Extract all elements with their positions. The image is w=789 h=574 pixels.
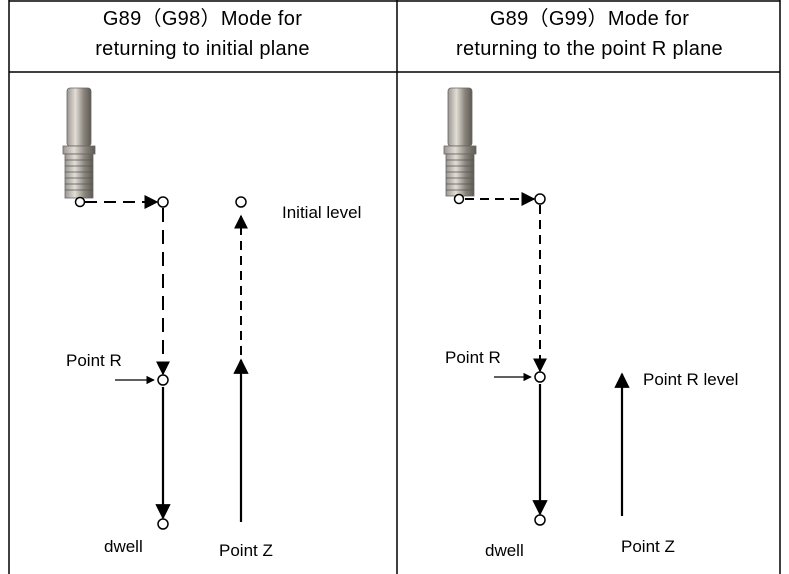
point-z-marker xyxy=(534,514,546,526)
left-title-line1: G89（G98）Mode for xyxy=(102,8,303,30)
initial-point xyxy=(157,196,169,208)
start-point xyxy=(74,196,86,208)
dwell-label: dwell xyxy=(104,537,143,556)
left-title-line2: returning to initial plane xyxy=(95,38,310,60)
right-panel-header: G89（G99）Mode for returning to the point … xyxy=(399,4,780,72)
table-frame xyxy=(8,0,781,574)
point-z-marker xyxy=(157,518,169,530)
initial-point xyxy=(534,193,546,205)
point-r-marker xyxy=(157,374,169,386)
left-panel-header: G89（G98）Mode for returning to initial pl… xyxy=(8,4,397,72)
left-panel-diagram xyxy=(62,87,249,530)
point-z-label: Point Z xyxy=(621,537,675,556)
point-z-label: Point Z xyxy=(219,541,273,560)
initial-level-label: Initial level xyxy=(282,203,362,222)
point-r-label: Point R xyxy=(66,351,122,370)
right-title-line1: G89（G99）Mode for xyxy=(489,8,690,30)
initial-level-marker xyxy=(235,196,247,208)
point-r-label: Point R xyxy=(445,348,501,367)
right-title-line2: returning to the point R plane xyxy=(456,38,723,60)
point-r-marker xyxy=(534,371,546,383)
drill-tool-icon xyxy=(443,87,477,197)
drill-tool-icon xyxy=(62,87,96,199)
right-panel-diagram xyxy=(443,87,630,526)
dwell-label: dwell xyxy=(485,541,524,560)
start-point xyxy=(453,193,465,205)
point-r-level-label: Point R level xyxy=(643,370,739,389)
